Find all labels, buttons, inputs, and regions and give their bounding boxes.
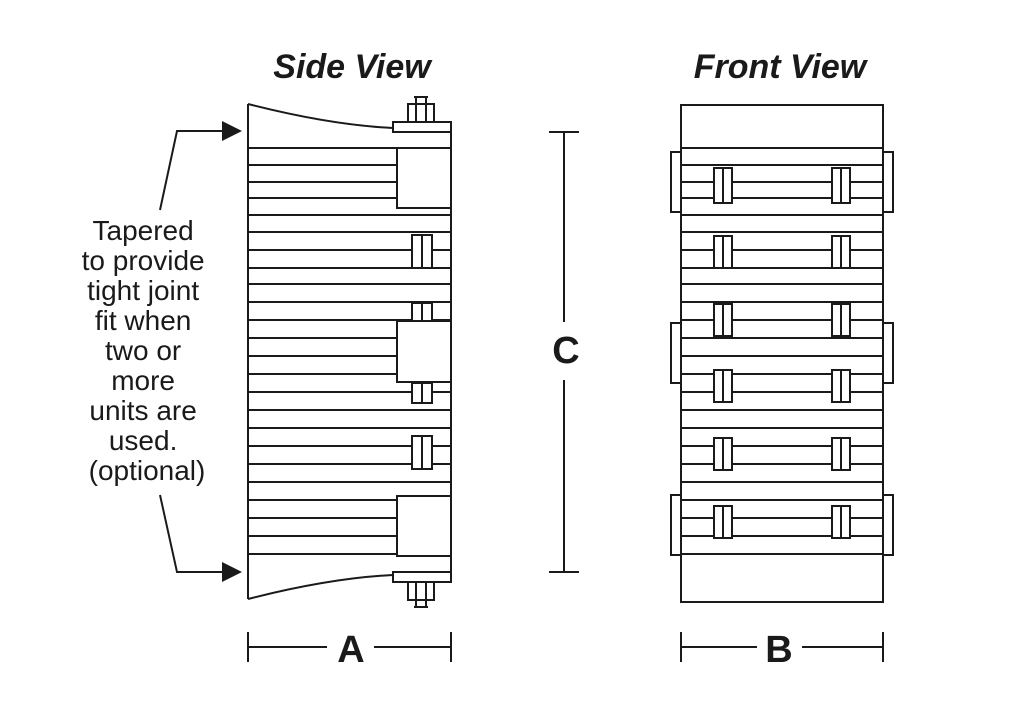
- side-clamp-block-middle: [396, 320, 452, 383]
- front-view-rails: [681, 147, 883, 555]
- top-bolt-head: [407, 103, 435, 123]
- front-view-outline: [680, 104, 884, 603]
- side-view-drawing: [247, 96, 452, 608]
- side-view-bottom-taper: [247, 574, 394, 600]
- leader-arrow-bottom: [159, 494, 242, 582]
- side-view-top-taper: [247, 103, 394, 129]
- dimension-c: C: [549, 131, 580, 573]
- side-view-title: Side View: [273, 48, 433, 86]
- dimension-b-label: B: [765, 629, 792, 671]
- front-view-title: Front View: [694, 48, 869, 86]
- bottom-bolt-head: [407, 581, 435, 601]
- front-view-clamps: [670, 151, 894, 556]
- side-clamp-block-bottom: [396, 495, 452, 557]
- taper-note-text: Tapered to provide tight joint fit when …: [82, 215, 213, 486]
- bottom-bolt-plate: [392, 571, 452, 583]
- leader-arrow-top: [159, 121, 242, 211]
- front-view-separators: [713, 167, 851, 539]
- dimension-a-label: A: [337, 629, 364, 671]
- taper-note: Tapered to provide tight joint fit when …: [82, 121, 242, 582]
- side-clamp-block-top: [396, 147, 452, 209]
- top-bolt-plate: [392, 121, 452, 133]
- dimension-c-label: C: [552, 330, 579, 372]
- dimension-a: A: [247, 629, 452, 671]
- dimension-b: B: [680, 629, 884, 671]
- front-view-drawing: [670, 104, 894, 603]
